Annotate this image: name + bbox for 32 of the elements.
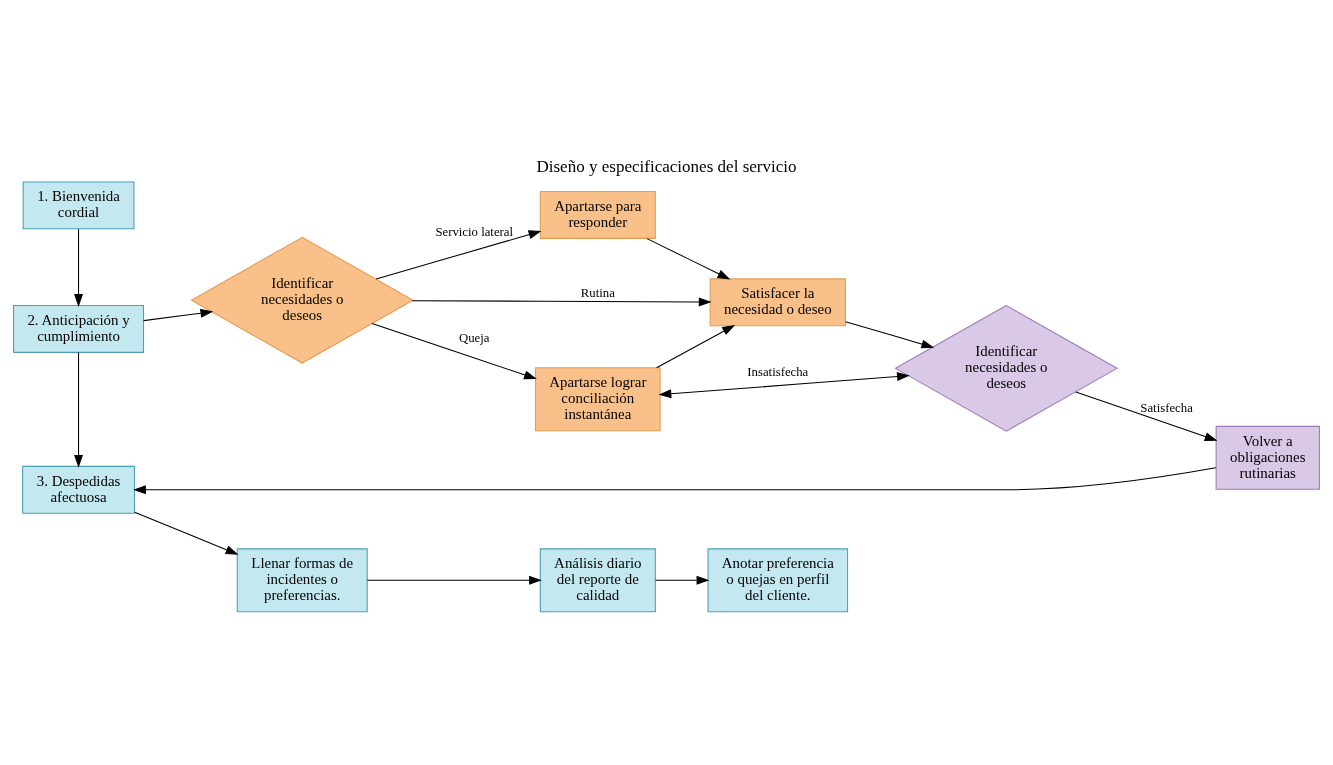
arrow: [646, 237, 731, 280]
edge-label: Queja: [459, 330, 490, 345]
node-box: Anotar preferencia o quejas en perfil del cliente.: [707, 547, 849, 612]
arrow: [133, 466, 1217, 494]
arrow: [845, 320, 935, 348]
node-box: Apartarse lograr conciliación instantánea: [534, 366, 661, 431]
node-box: 1. Bienvenida cordial: [22, 180, 135, 229]
node-box: Satisfacer la necesidad o deseo: [709, 277, 846, 326]
diagram-title: Diseño y especificaciones del servicio: [536, 156, 797, 176]
arrow: [366, 575, 542, 585]
arrow: [143, 308, 214, 321]
node-box: 2. Anticipación y cumplimiento: [13, 304, 145, 353]
arrow: [375, 229, 542, 280]
edge-label: Satisfecha: [1140, 400, 1193, 415]
arrow: [1075, 390, 1218, 441]
arrow: [371, 322, 537, 379]
arrow: [656, 324, 736, 368]
arrow: [411, 297, 712, 306]
edge-label: Rutina: [580, 285, 615, 300]
node-box: Llenar formas de incidentes o preferencias.: [236, 547, 368, 612]
arrow: [655, 575, 710, 585]
node-box: Apartarse para responder: [539, 190, 656, 239]
edge-label: Servicio lateral: [435, 224, 514, 239]
node-box: 3. Despedidas afectuosa: [22, 465, 135, 514]
edge-label: Insatisfecha: [747, 364, 809, 379]
arrow: [74, 228, 84, 307]
node-box: Volver a obligaciones rutinarias: [1215, 425, 1320, 490]
node-diamond: Identificar necesidades o deseos: [190, 236, 415, 364]
node-box: Análisis diario del reporte de calidad: [539, 547, 656, 612]
arrow: [658, 371, 910, 398]
arrow: [74, 351, 84, 468]
arrow: [134, 511, 239, 555]
